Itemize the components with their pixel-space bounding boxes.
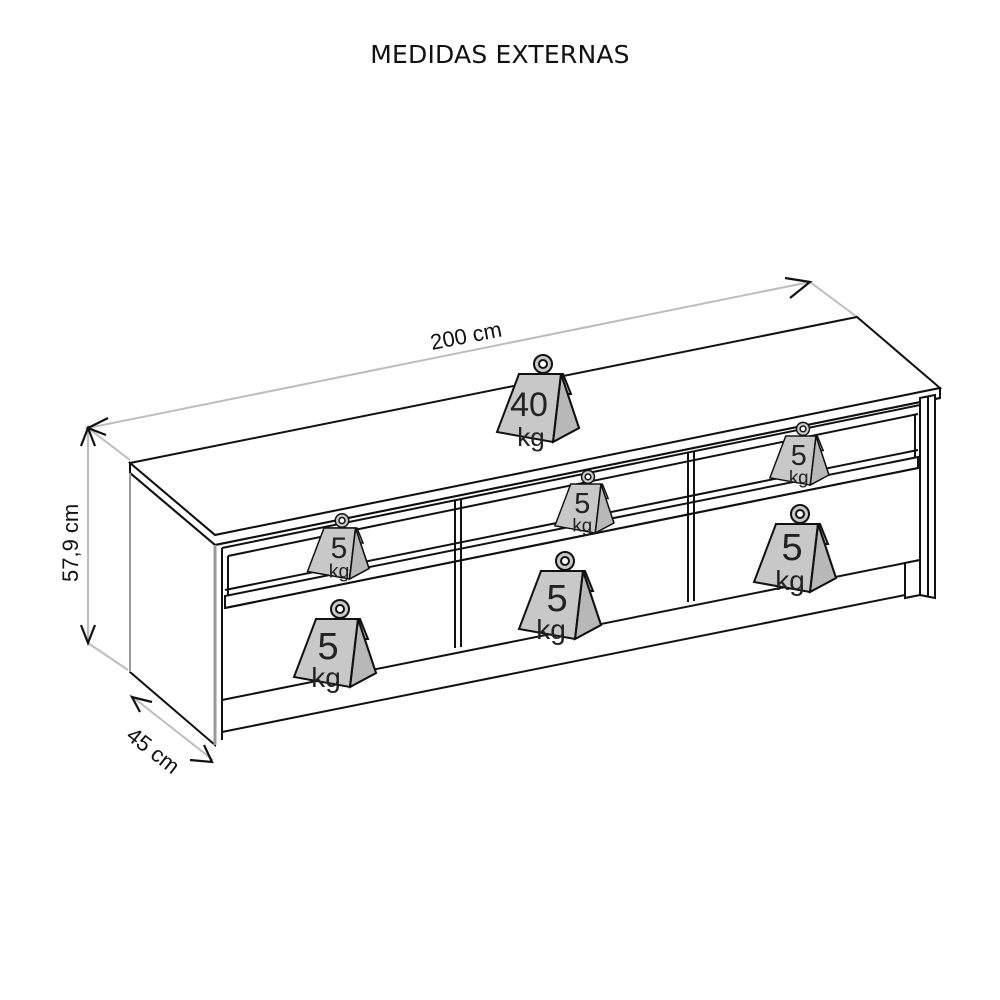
weight-drawer-top-middle: 5 kg xyxy=(554,469,615,536)
weight-drawer-top-left: 5 kg xyxy=(306,513,370,583)
dimension-lines xyxy=(87,281,858,761)
weight-drawer-bottom-right: 5 kg xyxy=(753,504,837,596)
height-label: 57,9 cm xyxy=(58,504,83,582)
svg-text:5: 5 xyxy=(317,626,338,668)
svg-text:40: 40 xyxy=(510,386,548,424)
svg-text:kg: kg xyxy=(775,565,805,596)
svg-text:kg: kg xyxy=(536,614,566,645)
svg-text:5: 5 xyxy=(781,527,802,569)
svg-text:kg: kg xyxy=(572,515,592,536)
svg-text:5: 5 xyxy=(331,532,348,565)
weight-top: 40 kg xyxy=(496,354,580,452)
svg-text:kg: kg xyxy=(789,467,809,488)
svg-text:5: 5 xyxy=(546,578,567,620)
weight-drawer-bottom-left: 5 kg xyxy=(293,599,377,693)
tv-stand xyxy=(127,315,943,748)
svg-text:5: 5 xyxy=(791,440,807,472)
arrowheads xyxy=(79,276,813,764)
svg-text:kg: kg xyxy=(311,662,341,693)
diagram-title: MEDIDAS EXTERNAS xyxy=(370,40,630,69)
svg-text:kg: kg xyxy=(517,422,544,452)
weight-drawer-bottom-middle: 5 kg xyxy=(518,551,602,645)
svg-text:kg: kg xyxy=(329,561,350,583)
svg-text:5: 5 xyxy=(574,488,590,520)
weight-drawer-top-right: 5 kg xyxy=(769,421,830,488)
width-label: 200 cm xyxy=(428,317,504,355)
